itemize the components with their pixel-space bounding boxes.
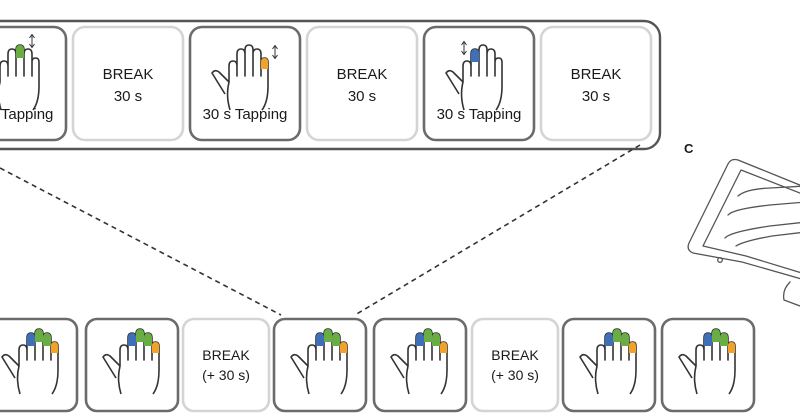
hand-wrist	[782, 281, 800, 307]
hand-icon	[0, 44, 40, 111]
break-label: BREAK	[202, 347, 250, 363]
break-label: BREAK	[337, 66, 388, 83]
hand-icon	[579, 328, 637, 395]
break-duration: (+ 30 s)	[202, 367, 250, 383]
hand-icon	[678, 328, 736, 395]
break-duration: 30 s	[348, 88, 376, 105]
home-button	[717, 257, 723, 263]
hand-icon	[290, 328, 348, 395]
bottom-cell-break: BREAK (+ 30 s)	[181, 317, 271, 413]
tablet-screen	[702, 169, 800, 274]
hand-fingers	[724, 185, 800, 247]
bottom-cell-break: BREAK (+ 30 s)	[470, 317, 560, 413]
up-down-arrow-icon	[272, 44, 278, 60]
top-cell-tapping-1: 30 s Tapping	[0, 25, 68, 142]
hand-icon	[390, 328, 448, 395]
bottom-cell-hand	[272, 317, 368, 413]
break-label: BREAK	[571, 66, 622, 83]
top-cell-break-1: BREAK 30 s	[71, 25, 185, 142]
tapping-label: 30 s Tapping	[203, 106, 288, 123]
top-sequence: 30 s Tapping BREAK 30 s 30 s Tapping	[0, 19, 662, 151]
panel-label: C	[684, 141, 694, 156]
top-cell-break-3: BREAK 30 s	[539, 25, 653, 142]
hand-icon	[1, 328, 59, 395]
top-cell-tapping-2: 30 s Tapping	[188, 25, 302, 142]
break-label: BREAK	[491, 347, 539, 363]
tablet-body	[687, 158, 800, 280]
hand-icon	[445, 44, 503, 111]
bottom-sequence: BREAK (+ 30 s)	[0, 317, 756, 413]
top-cell-break-2: BREAK 30 s	[305, 25, 419, 142]
bottom-cell-hand	[561, 317, 657, 413]
tapping-label: 30 s Tapping	[0, 106, 53, 123]
bottom-cell-hand	[372, 317, 468, 413]
bottom-cell-hand	[660, 317, 756, 413]
bottom-cell-hand	[84, 317, 180, 413]
break-duration: 30 s	[582, 88, 610, 105]
little-finger-tip	[261, 58, 268, 69]
up-down-arrow-icon	[461, 40, 467, 56]
hand-icon	[211, 44, 269, 111]
zoom-line-right	[354, 144, 641, 316]
zoom-line-left	[0, 167, 282, 316]
tapping-label: 30 s Tapping	[437, 106, 522, 123]
zoom-connector-lines	[0, 144, 641, 316]
break-label: BREAK	[103, 66, 154, 83]
hand-icon	[102, 328, 160, 395]
top-cell-tapping-3: 30 s Tapping	[422, 25, 536, 142]
middle-finger-tip	[16, 45, 24, 58]
break-duration: 30 s	[114, 88, 142, 105]
up-down-arrow-icon	[29, 33, 35, 49]
bottom-cell-hand	[0, 317, 79, 413]
tablet-with-hand-illustration	[687, 158, 800, 307]
break-duration: (+ 30 s)	[491, 367, 539, 383]
index-finger-tip	[471, 49, 479, 62]
